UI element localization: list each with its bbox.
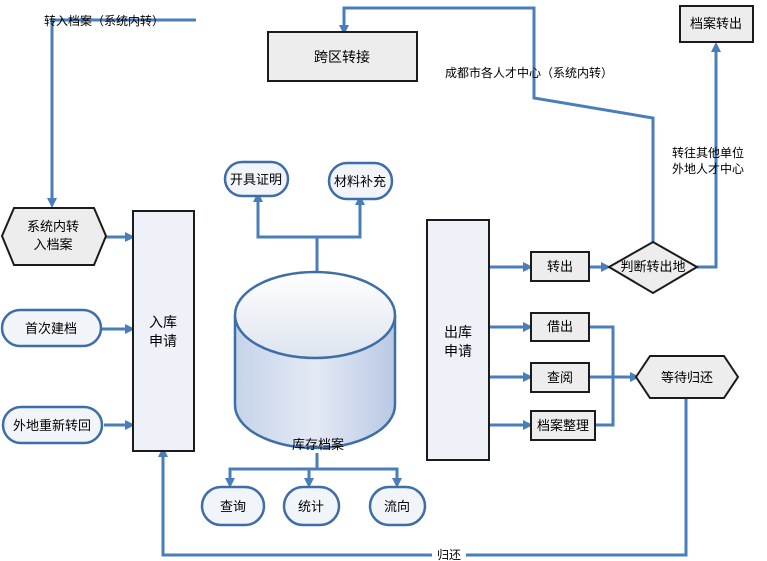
flow-text: 流向 [384,499,410,515]
borrow-box[interactable] [530,312,590,342]
sys-transfer-hex[interactable] [0,207,108,266]
return-label: 归还 [437,548,461,561]
cross-region-text: 跨区转接 [314,49,370,66]
await-return-text: 等待归还 [661,370,713,386]
query-node[interactable] [200,485,266,527]
other-units-line2: 外地人才中心 [672,161,744,176]
consult-box[interactable] [530,362,590,393]
issue-cert-text: 开具证明 [230,173,282,188]
remote-return-node[interactable] [1,405,104,445]
stats-text: 统计 [298,500,324,515]
transfer-out-text: 转出 [547,260,573,275]
flow-node[interactable] [368,485,427,527]
judge-text: 判断转出地 [620,260,685,275]
transfer-in-label: 转入档案（系统内转） [44,13,164,28]
archive-out-text: 档案转出 [690,17,742,32]
connector-return [158,397,688,557]
borrow-text: 借出 [547,320,573,335]
sys-transfer-line2: 入档案 [33,238,72,253]
inventory-cylinder[interactable] [233,270,397,450]
storage-apply-box[interactable] [132,210,195,452]
return-label-bg [432,546,466,561]
connector-judge-to-archive-out [697,42,721,269]
organize-box[interactable] [530,410,596,441]
stats-node[interactable] [282,485,341,527]
first-file-text: 首次建档 [25,321,77,337]
judge-diamond[interactable] [607,240,699,295]
sys-transfer-line1: 系统内转 [27,219,79,235]
outbound-apply-box[interactable] [426,219,490,461]
chengdu-label: 成都市各人才中心（系统内转） [445,65,613,80]
first-file-node[interactable] [0,308,103,348]
organize-text: 档案整理 [537,419,589,434]
connector-inventory-material [317,195,365,239]
connector-transfer-in-to-sys [47,18,196,208]
archive-out-box[interactable] [679,5,754,43]
inventory-text: 库存档案 [292,437,344,453]
transfer-out-box[interactable] [530,251,590,282]
storage-apply-line2: 申请 [149,334,177,350]
other-units-line1: 转往其他单位 [672,145,744,160]
remote-return-text: 外地重新转回 [13,418,91,434]
await-return-hex[interactable] [634,355,740,399]
connector-inventory-top [253,192,319,273]
query-text: 查询 [220,500,246,515]
outbound-apply-line1: 出库 [444,325,472,341]
material-supp-node[interactable] [327,161,394,201]
storage-apply-line1: 入库 [149,315,177,331]
outbound-apply-line2: 申请 [444,344,472,360]
connector-inventory-flow [317,467,402,488]
material-supp-text: 材料补充 [334,174,386,190]
issue-cert-node[interactable] [223,160,290,198]
cross-region-box[interactable] [267,31,418,82]
consult-text: 查阅 [547,371,573,386]
connector-inventory-bottom [225,453,319,488]
connector-judge-to-chengdu [339,6,655,243]
